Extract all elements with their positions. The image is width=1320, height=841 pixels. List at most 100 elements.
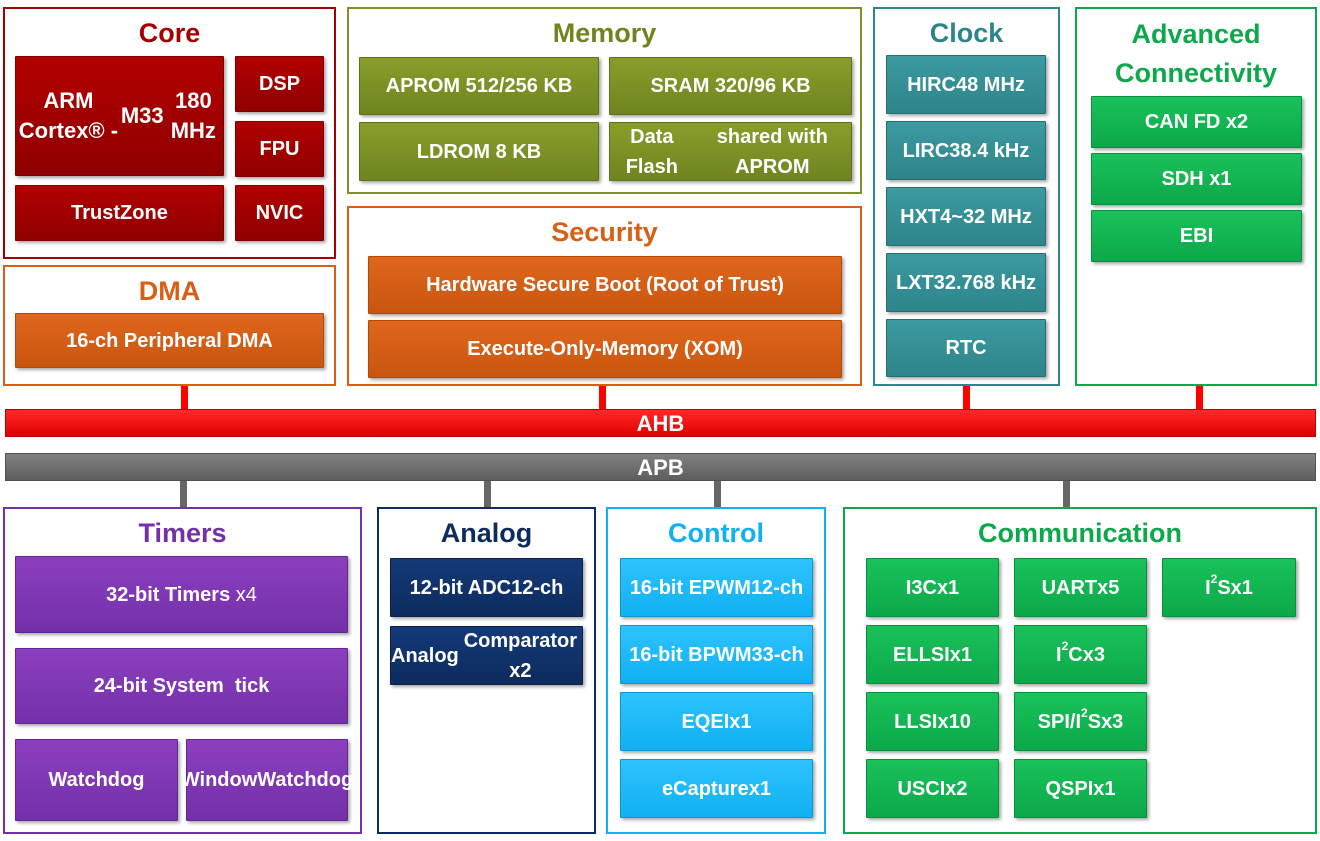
sdh-block: SDH x1 <box>1091 153 1302 205</box>
secure-boot-label: Hardware Secure Boot (Root of Trust) <box>426 274 784 296</box>
eqei-line2: x1 <box>729 710 752 733</box>
advanced-title-line2: Connectivity <box>1114 58 1278 88</box>
dataflash-line1: Data Flash <box>625 125 678 178</box>
usci-name: USCI <box>897 777 946 800</box>
lirc-block: LIRC 38.4 kHz <box>886 121 1046 180</box>
hirc-name: HIRC <box>907 73 956 96</box>
qspi-name: QSPI <box>1045 777 1094 800</box>
ecapture-block: eCapture x1 <box>620 759 813 818</box>
spi-i2s-s: S <box>1087 710 1102 733</box>
trustzone-label: TrustZone <box>71 202 168 224</box>
cpu-line3: 180 MHz <box>170 88 216 143</box>
xom-label: Execute-Only-Memory (XOM) <box>467 338 743 360</box>
timer32-block: 32-bit Timers x4 <box>15 556 348 633</box>
control-title: Control <box>668 518 764 548</box>
qspi-block: QSPI x1 <box>1014 759 1147 818</box>
adc-line1: 12-bit ADC <box>409 576 512 599</box>
ebi-label: EBI <box>1179 225 1214 247</box>
epwm-block: 16-bit EPWM 12-ch <box>620 558 813 617</box>
qspi-count: x1 <box>1093 777 1116 800</box>
systick-block: 24-bit System tick <box>15 648 348 724</box>
usci-block: USCI x2 <box>866 759 999 818</box>
llsi-count: x10 <box>937 710 971 733</box>
communication-title: Communication <box>977 518 1182 548</box>
dsp-label: DSP <box>258 73 301 95</box>
llsi-name: LLSI <box>894 710 938 733</box>
ellsi-name: ELLSI <box>893 643 950 666</box>
ahb-connector-dma <box>181 386 188 410</box>
timer32-name: 32-bit Timers <box>106 583 231 606</box>
memory-title: Memory <box>552 18 657 48</box>
bpwm-block: 16-bit BPWM 33-ch <box>620 625 813 684</box>
acmp-line2: Comparator x2 <box>463 629 578 682</box>
llsi-block: LLSI x10 <box>866 692 999 751</box>
hxt-value: 4~32 MHz <box>940 205 1032 228</box>
watchdog-block: Watchdog <box>15 739 178 821</box>
trustzone-block: TrustZone <box>15 185 224 241</box>
sram-label: SRAM 320/96 KB <box>650 75 811 97</box>
apb-bus: APB <box>5 453 1316 481</box>
bpwm-line1: 16-bit BPWM <box>629 643 752 666</box>
ellsi-block: ELLSI x1 <box>866 625 999 684</box>
advanced-title-line1: Advanced <box>1131 19 1261 49</box>
systick-label: 24-bit System tick <box>93 675 270 697</box>
acmp-line1: Analog <box>391 644 459 667</box>
rtc-block: RTC <box>886 319 1046 377</box>
ellsi-count: x1 <box>949 643 972 666</box>
i2c-name: I2C <box>1056 640 1083 670</box>
apb-connector-control <box>714 481 721 507</box>
i3c-count: x1 <box>936 576 960 599</box>
i3c-block: I3C x1 <box>866 558 999 617</box>
cpu-block: ARM Cortex® - M33 180 MHz <box>15 56 224 176</box>
hxt-block: HXT 4~32 MHz <box>886 187 1046 246</box>
lirc-value: 38.4 kHz <box>949 139 1030 162</box>
dataflash-block: Data Flash shared with APROM <box>609 122 852 181</box>
lxt-block: LXT 32.768 kHz <box>886 253 1046 312</box>
cpu-line1: ARM Cortex® - <box>18 88 119 143</box>
apb-connector-analog <box>484 481 491 507</box>
aprom-block: APROM 512/256 KB <box>359 57 599 115</box>
ahb-connector-clock <box>963 386 970 410</box>
secure-boot-block: Hardware Secure Boot (Root of Trust) <box>368 256 842 314</box>
window-watchdog-block: Window Watchdog <box>181 739 353 821</box>
spi-i2s-count: x3 <box>1101 710 1124 733</box>
canfd-label: CAN FD x2 <box>1144 111 1249 133</box>
uart-block: UART x5 <box>1014 558 1147 617</box>
lxt-value: 32.768 kHz <box>933 271 1037 294</box>
hirc-value: 48 MHz <box>955 73 1025 96</box>
ahb-connector-advanced <box>1196 386 1203 410</box>
watchdog-label: Watchdog <box>48 769 145 791</box>
ahb-bus: AHB <box>5 409 1316 437</box>
core-title: Core <box>138 18 201 48</box>
i2s-name: I2S <box>1205 573 1231 603</box>
lirc-name: LIRC <box>902 139 950 162</box>
spi-i2s-block: SPI/I2S x3 <box>1014 692 1147 751</box>
i2c-sup: 2 <box>1061 638 1069 653</box>
ldrom-label: LDROM 8 KB <box>416 140 542 163</box>
aprom-label: APROM 512/256 KB <box>385 75 573 97</box>
i2s-i: I <box>1205 576 1211 599</box>
dataflash-line2: shared with APROM <box>716 125 828 178</box>
hxt-name: HXT <box>900 205 941 228</box>
timer32-label: 32-bit Timers x4 <box>106 580 257 610</box>
advanced-title: Advanced Connectivity <box>1077 15 1315 93</box>
ecap-line2: x1 <box>748 777 771 800</box>
lxt-name: LXT <box>895 271 934 294</box>
i2c-block: I2C x3 <box>1014 625 1147 684</box>
i2s-block: I2S x1 <box>1162 558 1296 617</box>
ebi-block: EBI <box>1091 210 1302 262</box>
wwdt-line2: Watchdog <box>257 769 354 791</box>
canfd-block: CAN FD x2 <box>1091 96 1302 148</box>
i2c-count: x3 <box>1082 643 1105 666</box>
nvic-block: NVIC <box>235 185 324 241</box>
security-title: Security <box>551 217 658 247</box>
pdma-block: 16-ch Peripheral DMA <box>15 313 324 368</box>
xom-block: Execute-Only-Memory (XOM) <box>368 320 842 378</box>
i2c-c: C <box>1068 643 1083 666</box>
nvic-label: NVIC <box>255 202 304 224</box>
adc-block: 12-bit ADC 12-ch <box>390 558 583 617</box>
i2s-s: S <box>1217 576 1231 599</box>
pdma-label: 16-ch Peripheral DMA <box>66 329 273 352</box>
epwm-line1: 16-bit EPWM <box>629 576 751 599</box>
i3c-name: I3C <box>905 576 937 599</box>
